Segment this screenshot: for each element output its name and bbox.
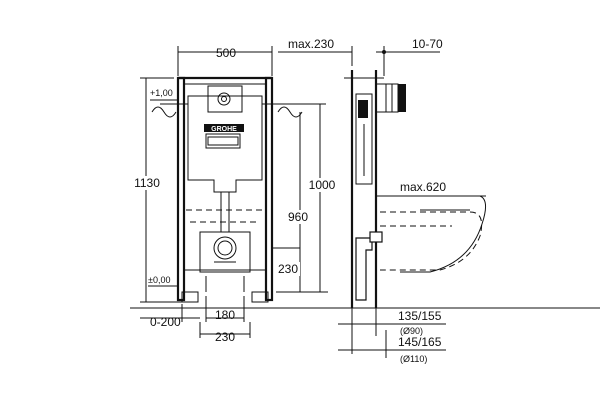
flush-plate-opening — [207, 85, 243, 113]
dim-spacing-230: 230 — [215, 330, 235, 344]
dim-spacing-180: 180 — [215, 308, 235, 322]
dim-waste-145-165: 145/165 — [398, 335, 442, 349]
level-top-label: +1,00 — [150, 88, 173, 98]
cistern-inspection-plate — [205, 133, 241, 149]
toilet-outline-dashed — [186, 209, 264, 223]
level-zero-label: ±0,00 — [148, 275, 170, 285]
dim-pipe-110: (Ø110) — [400, 354, 427, 364]
dim-projection-max: max.620 — [400, 180, 446, 194]
dim-pipe-90: (Ø90) — [400, 326, 423, 336]
waste-outlet-front — [213, 236, 237, 260]
front-view: GROHE — [151, 76, 303, 303]
side-cistern — [355, 93, 373, 185]
dim-frame-width: 500 — [216, 46, 236, 60]
dim-foot-offset: 0-200 — [150, 315, 181, 329]
side-bowl-outline-dashed — [380, 211, 483, 271]
dim-depth-max: max.230 — [288, 37, 334, 51]
water-inlet-left — [151, 103, 188, 118]
frame-right-foot — [251, 291, 269, 303]
water-inlet-right — [262, 103, 303, 118]
frame-right-post — [264, 76, 274, 302]
dim-height-1000: 1000 — [309, 178, 336, 192]
front-dimensions: 500 1130 +1,00 ±0,00 1000 960 230 0-200 — [130, 46, 600, 344]
frame-left-foot — [181, 291, 199, 303]
bowl-mount-bracket — [199, 231, 251, 273]
flush-valve — [217, 92, 231, 106]
brand-label: GROHE — [211, 126, 237, 133]
dim-height-230: 230 — [278, 262, 298, 276]
dim-waste-135-155: 135/155 — [398, 309, 442, 323]
cistern — [187, 95, 263, 193]
frame-left-post — [176, 76, 186, 302]
brand-label-plate — [204, 124, 244, 132]
side-toilet-bowl — [384, 195, 486, 273]
dim-height-960: 960 — [288, 210, 308, 224]
dim-total-height: 1130 — [134, 176, 160, 190]
side-flush-plate — [375, 83, 399, 113]
side-waste-elbow — [355, 237, 373, 301]
side-view: max.230 10-70 max.620 135/155 (Ø90) 145/… — [278, 37, 486, 364]
dim-adjust-range: 10-70 — [412, 37, 443, 51]
